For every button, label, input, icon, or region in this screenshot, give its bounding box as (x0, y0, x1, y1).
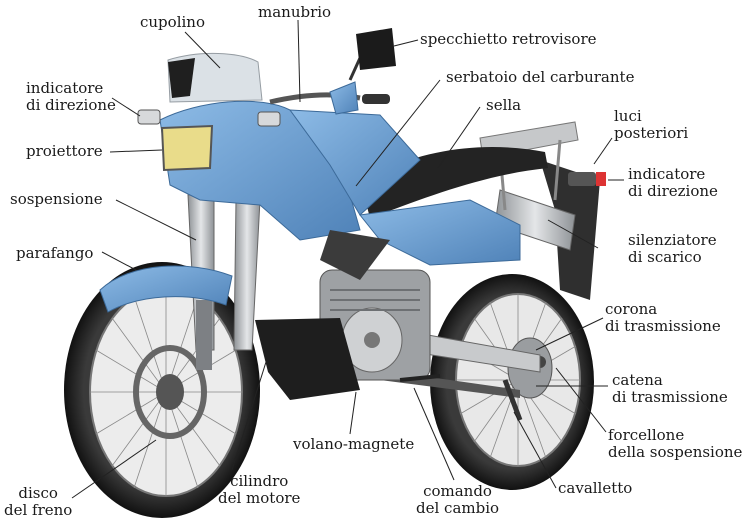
gear-lever (399, 374, 441, 382)
label-cylinder: cilindro del motore (218, 472, 301, 507)
headlight (160, 124, 214, 172)
label-mirror: specchietto retrovisore (420, 30, 597, 48)
skid-plate (255, 318, 360, 400)
label-kickstand: cavalletto (558, 479, 633, 497)
front-fender (99, 265, 233, 313)
label-headlight: proiettore (26, 142, 103, 160)
label-rear-indicator: indicatore di direzione (628, 165, 718, 200)
label-fuel-tank: serbatoio del carburante (446, 68, 635, 86)
label-sprocket: corona di trasmissione (605, 300, 721, 335)
label-flywheel: volano-magnete (293, 435, 415, 453)
label-front-indicator: indicatore di direzione (26, 79, 116, 114)
label-handlebar: manubrio (258, 3, 332, 21)
leader-lines (71, 19, 624, 499)
handlebar (269, 57, 390, 115)
label-swingarm: forcellone della sospensione (608, 426, 743, 461)
mirror (356, 28, 396, 70)
label-chain: catena di trasmissione (612, 371, 728, 406)
label-gear-shift: comando del cambio (416, 482, 500, 517)
label-muffler: silenziatore di scarico (628, 231, 717, 266)
label-suspension: sospensione (10, 190, 103, 208)
label-brake-disc: disco del freno (4, 484, 73, 519)
label-fender: parafango (16, 244, 94, 262)
kickstand (502, 379, 523, 421)
label-windscreen: cupolino (140, 13, 205, 31)
label-seat: sella (486, 96, 522, 114)
front-indicator-left (137, 109, 161, 125)
rear-wheel (430, 274, 594, 490)
front-indicator-right (257, 111, 281, 127)
label-rear-lights: luci posteriori (614, 107, 689, 142)
